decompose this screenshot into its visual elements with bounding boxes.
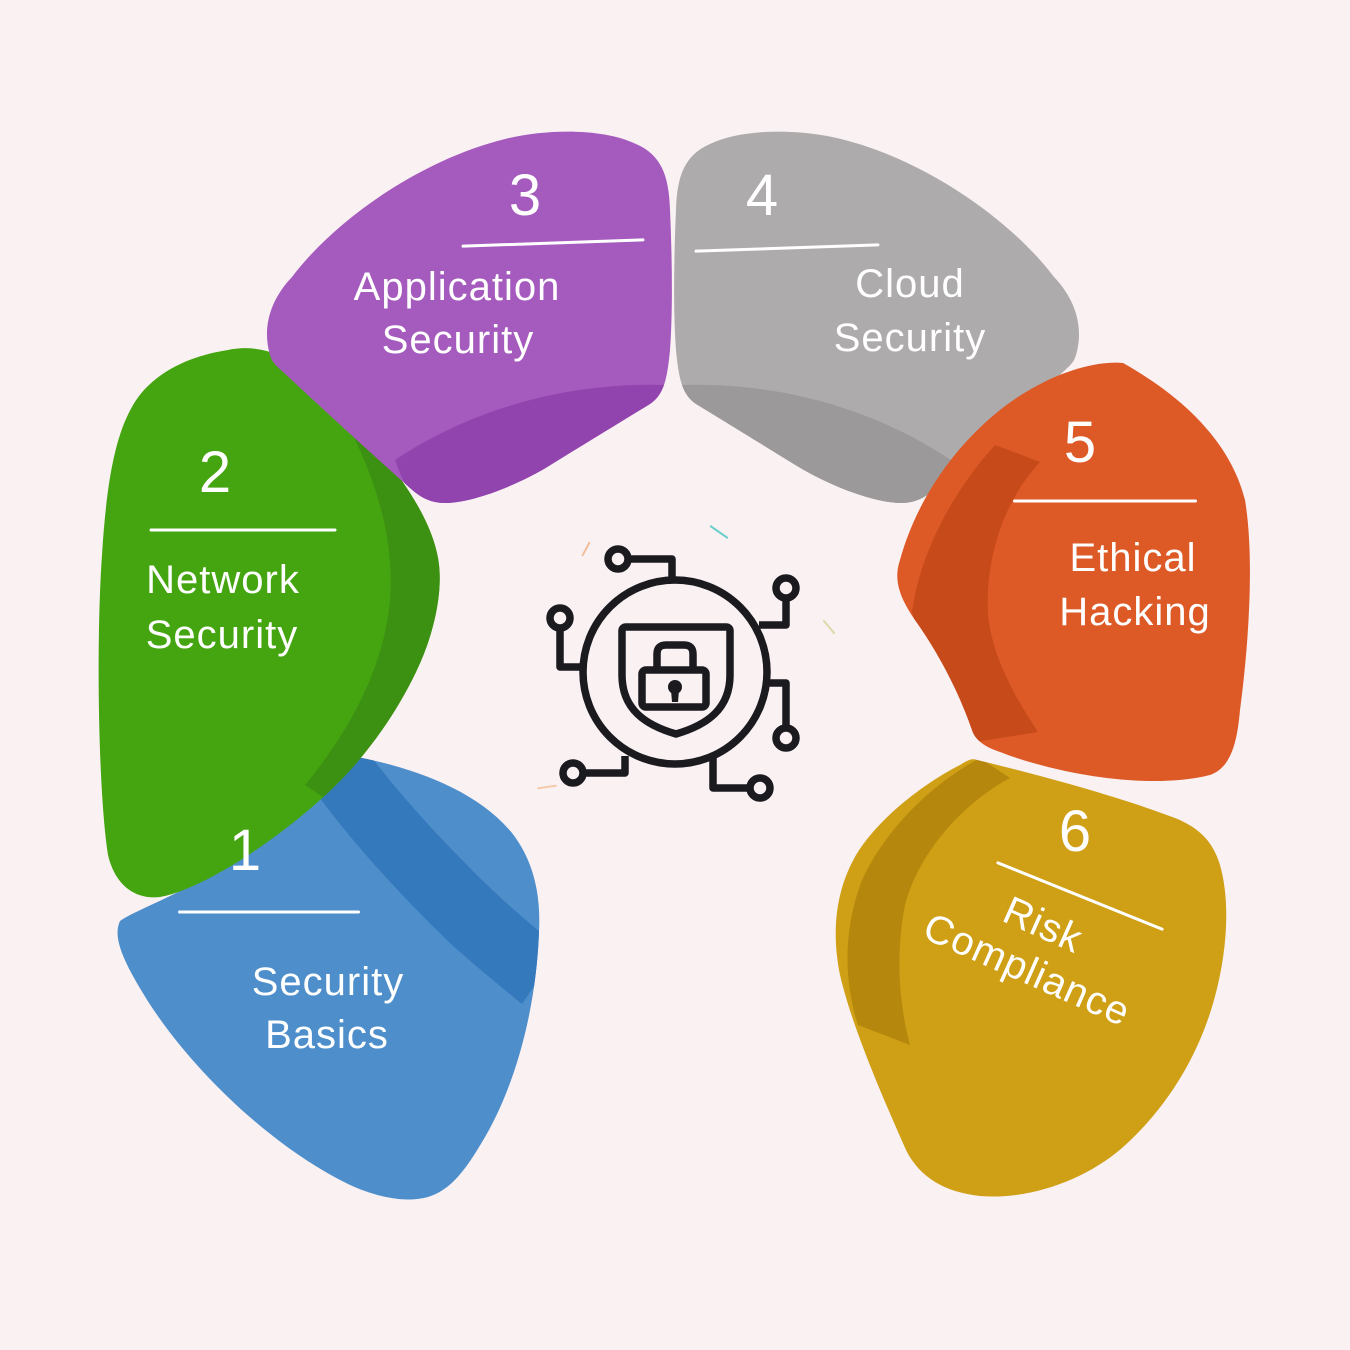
circuit-node-top-left (604, 545, 632, 573)
segment-6-number: 6 (1058, 799, 1092, 864)
circuit-node-bottom-left (559, 759, 587, 787)
padlock-body (638, 666, 710, 711)
decor-dash-teal (709, 524, 729, 540)
padlock-keyhole (668, 680, 682, 702)
decor-dash-peach-2 (536, 784, 558, 790)
segment-1-label-line1: Security (251, 960, 405, 1004)
shield-outline (618, 623, 734, 738)
segment-3-label-line1: Application (353, 265, 561, 309)
segment-3-label-line2: Security (381, 318, 535, 362)
decor-dash-peach-1 (581, 541, 591, 557)
segment-5-label-line1: Ethical (1069, 536, 1197, 580)
circuit-trace-top-left (628, 555, 676, 579)
segment-2-underline (149, 528, 337, 532)
segment-4-label-line1: Cloud (855, 262, 965, 306)
circuit-node-bottom-right (746, 774, 774, 802)
padlock-shackle (653, 641, 697, 670)
icon-circle (579, 576, 771, 768)
circuit-trace-top-right (759, 599, 790, 629)
segment-5-number: 5 (1063, 410, 1097, 475)
segment-5-label-line2: Hacking (1059, 590, 1211, 634)
segment-2-number: 2 (198, 440, 232, 505)
segment-2-label-line2: Security (145, 613, 299, 657)
segment-1-underline (178, 910, 360, 914)
circuit-trace-left (556, 629, 583, 671)
segment-4-number: 4 (745, 163, 779, 228)
segment-4-underline (694, 243, 880, 253)
segment-3-underline (461, 238, 645, 248)
segment-1-number: 1 (228, 818, 262, 883)
circuit-node-left (546, 604, 574, 632)
circuit-node-right (772, 724, 800, 752)
segment-4-label-line2: Security (833, 316, 987, 360)
decor-dash-olive (822, 619, 836, 635)
circuit-trace-bottom-left (584, 756, 629, 777)
segment-5-underline (1013, 499, 1197, 503)
circuit-trace-bottom-right (709, 757, 749, 792)
segment-1-label-line2: Basics (265, 1013, 389, 1057)
shield-lock-circuit-icon (546, 545, 800, 802)
segment-3-number: 3 (508, 163, 542, 228)
circuit-trace-right (766, 679, 790, 727)
circuit-node-top-right (772, 574, 800, 602)
segment-2-label-line1: Network (146, 558, 300, 602)
